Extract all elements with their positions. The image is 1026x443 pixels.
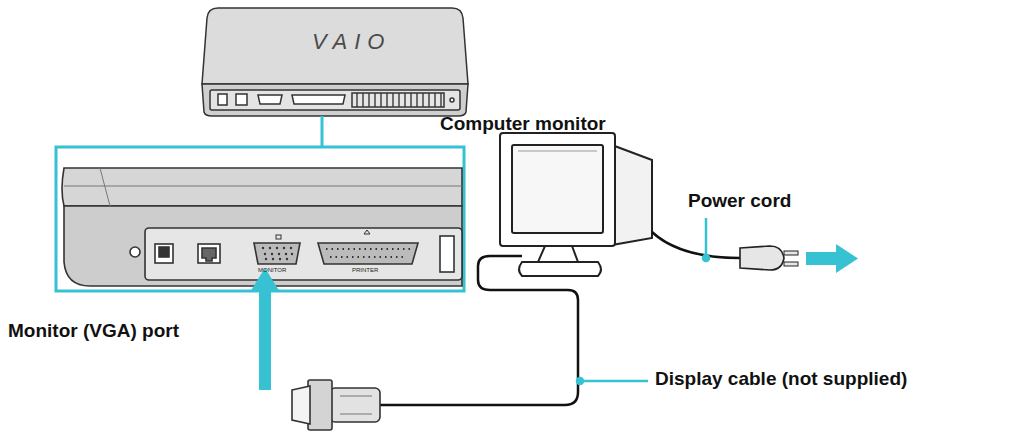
leader-line	[321, 116, 324, 147]
logo-text: VAIO	[312, 30, 391, 54]
port-label: MONITOR	[258, 267, 286, 274]
insert-arrow	[250, 268, 280, 390]
port-label: PRINTER	[352, 267, 378, 274]
part-label: Monitor (VGA) port	[8, 321, 179, 342]
part-label: Power cord	[688, 191, 791, 212]
power-cord	[652, 232, 858, 273]
inset-frame	[56, 147, 464, 291]
vga-plug	[292, 380, 380, 430]
part-label: Display cable (not supplied)	[655, 369, 907, 390]
display-cable	[380, 256, 578, 405]
label-leaders	[577, 218, 709, 384]
laptop-top-view	[202, 8, 468, 116]
part-label: Computer monitor	[440, 114, 606, 135]
crt-monitor	[500, 133, 652, 276]
laptop-back-closeup	[62, 168, 462, 286]
